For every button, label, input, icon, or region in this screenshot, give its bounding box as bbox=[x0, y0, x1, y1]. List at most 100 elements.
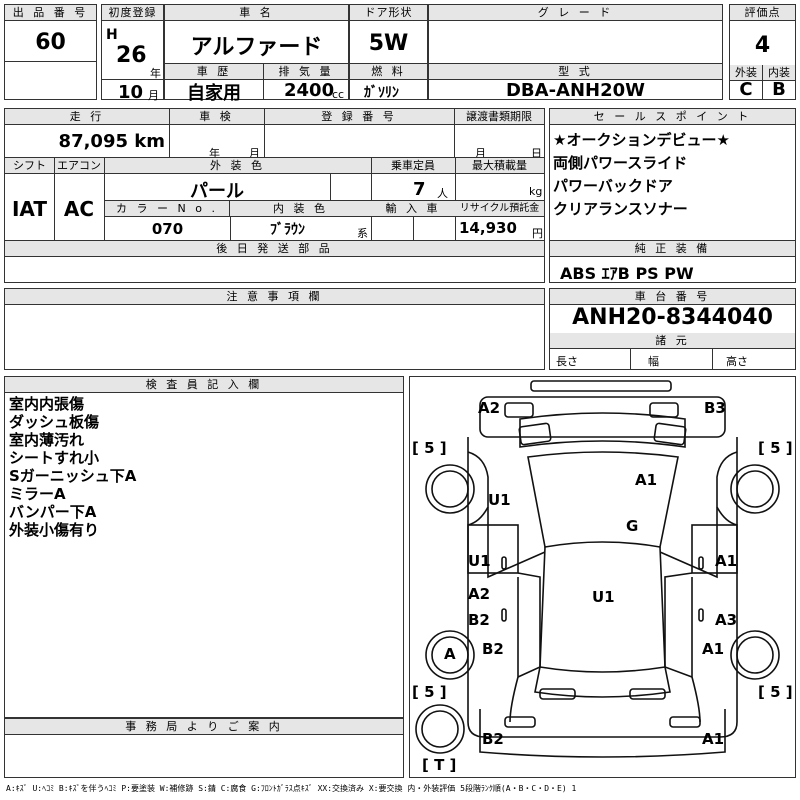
sales-point-item: ★オークションデビュー★ bbox=[553, 131, 730, 149]
recycle-unit: 円 bbox=[532, 227, 543, 240]
color-no: 070 bbox=[151, 220, 184, 238]
interior-color-unit: 系 bbox=[357, 227, 368, 240]
exterior-grade: C bbox=[739, 79, 753, 100]
equipment-value: ABS ｴｱB PS PW bbox=[560, 264, 694, 283]
capacity-unit: 人 bbox=[437, 187, 448, 200]
mark-right-fender: A1 bbox=[715, 552, 738, 570]
interior-color-label: 内 装 色 bbox=[230, 201, 371, 217]
inspection-month-unit: 月 bbox=[249, 147, 260, 160]
equipment-box: 純 正 装 備 ABS ｴｱB PS PW bbox=[549, 240, 796, 283]
model-box: 型 式 DBA-ANH20W bbox=[428, 63, 723, 101]
width-label: 幅 bbox=[648, 355, 659, 368]
recycle-fee: 14,930 bbox=[459, 219, 517, 237]
ac: AC bbox=[63, 197, 95, 221]
spare-tire: [ T ] bbox=[422, 756, 457, 774]
mark-rear-right: A1 bbox=[702, 730, 725, 748]
sales-points-list: ★オークションデビュー★両側パワースライドパワーバックドアクリアランスソナー bbox=[553, 129, 730, 221]
capacity: 7 bbox=[413, 179, 426, 200]
inspector-note-item: 室内内張傷 bbox=[9, 395, 85, 413]
interior-label: 内装 bbox=[763, 65, 795, 81]
door-type: 5W bbox=[368, 31, 409, 56]
reg-year: 26 bbox=[116, 43, 147, 68]
mark-rear-left: B2 bbox=[482, 730, 504, 748]
mark-left-rear: B2 bbox=[482, 640, 504, 658]
inspector-note-item: バンパー下A bbox=[9, 503, 97, 521]
color-no-label: カ ラ ー N o . bbox=[105, 201, 230, 217]
door-box: ドア形状 5W bbox=[349, 4, 428, 64]
score-label: 評価点 bbox=[730, 5, 795, 21]
interior-grade: B bbox=[772, 79, 786, 100]
fuel-box: 燃 料 ｶﾞｿﾘﾝ bbox=[349, 63, 428, 101]
import-label: 輸 入 車 bbox=[371, 201, 455, 217]
year-unit: 年 bbox=[150, 67, 161, 80]
later-parts-label: 後 日 発 送 部 品 bbox=[5, 241, 544, 257]
shift-label: シフト bbox=[5, 158, 54, 174]
mark-left-rear-wheel: A bbox=[444, 645, 456, 663]
car-diagram bbox=[415, 380, 780, 758]
fuel-label: 燃 料 bbox=[350, 64, 427, 80]
ac-label: エアコン bbox=[54, 158, 104, 174]
load-unit: kg bbox=[529, 185, 543, 198]
inspection-year-unit: 年 bbox=[209, 147, 220, 160]
exterior-label: 外装 bbox=[730, 65, 763, 81]
interior-color: ﾌﾞﾗｳﾝ bbox=[270, 222, 305, 238]
inspector-note-item: 外装小傷有り bbox=[9, 521, 100, 539]
chassis-number: ANH20-8344040 bbox=[572, 305, 773, 330]
chassis-box: 車 台 番 号 ANH20-8344040 諸 元 長さ 幅 高さ bbox=[549, 288, 796, 370]
tire-front-left: [ 5 ] bbox=[412, 439, 447, 457]
office-label: 事 務 局 よ り ご 案 内 bbox=[5, 719, 403, 735]
reg-no-label: 登 録 番 号 bbox=[264, 109, 454, 125]
inspector-note-item: シートすれ小 bbox=[9, 449, 100, 467]
mileage-label: 走 行 bbox=[5, 109, 169, 125]
inspector-note-item: 室内薄汚れ bbox=[9, 431, 85, 449]
mark-roof: U1 bbox=[592, 588, 615, 606]
inspector-label: 検 査 員 記 入 欄 bbox=[5, 377, 403, 393]
mark-left-door-b: B2 bbox=[468, 611, 490, 629]
displacement-box: 排 気 量 2400 cc bbox=[263, 63, 349, 101]
inspector-note-item: ダッシュ板傷 bbox=[9, 413, 100, 431]
tire-rear-right: [ 5 ] bbox=[758, 683, 793, 701]
mark-right-door: A3 bbox=[715, 611, 738, 629]
equipment-label: 純 正 装 備 bbox=[550, 241, 795, 257]
color-label: 外 装 色 bbox=[104, 158, 371, 174]
length-label: 長さ bbox=[556, 355, 578, 368]
legend: A:ｷｽﾞ U:ﾍｺﾐ B:ｷｽﾞを伴うﾍｺﾐ P:要塗装 W:補修跡 S:錆 … bbox=[6, 784, 577, 793]
model-code: DBA-ANH20W bbox=[505, 80, 646, 101]
sales-points-box: セ ー ル ス ポ イ ン ト ★オークションデビュー★両側パワースライドパワー… bbox=[549, 108, 796, 241]
tire-rear-left: [ 5 ] bbox=[412, 683, 447, 701]
vehicle-info-box: 走 行 車 検 登 録 番 号 譲渡書類期限 87,095 km 年 月 月 日… bbox=[4, 108, 545, 241]
tire-front-right: [ 5 ] bbox=[758, 439, 793, 457]
spec-label: 諸 元 bbox=[550, 333, 795, 349]
mark-front-left: A2 bbox=[478, 399, 501, 417]
mark-right-rear: A1 bbox=[702, 640, 725, 658]
first-registration-box: 初度登録 H 26 年 10 月 bbox=[101, 4, 164, 103]
exterior-color: パール bbox=[190, 181, 244, 202]
score-box: 評価点 4 外装 内装 C B bbox=[729, 4, 796, 100]
car-name-label: 車 名 bbox=[165, 5, 348, 21]
transfer-day-unit: 日 bbox=[531, 147, 542, 160]
lot-number-box: 出 品 番 号 60 bbox=[4, 4, 97, 100]
score: 4 bbox=[754, 33, 771, 58]
first-registration-label: 初度登録 bbox=[102, 5, 163, 21]
mark-left-door-a: A2 bbox=[468, 585, 491, 603]
car-diagram-box: A2 B3 [ 5 ] [ 5 ] A1 U1 G U1 A1 A2 U1 B2… bbox=[409, 376, 796, 778]
mark-left-fender: U1 bbox=[468, 552, 491, 570]
fuel: ｶﾞｿﾘﾝ bbox=[364, 85, 399, 101]
mark-hood-right: A1 bbox=[635, 471, 658, 489]
transfer-label: 譲渡書類期限 bbox=[454, 109, 544, 125]
capacity-label: 乗車定員 bbox=[371, 158, 455, 174]
grade-box: グ レ ー ド bbox=[428, 4, 723, 64]
displacement-label: 排 気 量 bbox=[264, 64, 348, 80]
sales-points-label: セ ー ル ス ポ イ ン ト bbox=[550, 109, 795, 125]
inspection-label: 車 検 bbox=[169, 109, 264, 125]
history-box: 車 歴 自家用 bbox=[164, 63, 264, 104]
reg-month: 10 bbox=[118, 82, 144, 103]
displacement-unit: cc bbox=[332, 88, 345, 101]
lot-number: 60 bbox=[35, 30, 66, 55]
transfer-month-unit: 月 bbox=[475, 147, 486, 160]
car-name-box: 車 名 アルファード bbox=[164, 4, 349, 64]
height-label: 高さ bbox=[726, 355, 748, 368]
era: H bbox=[106, 27, 118, 43]
history: 自家用 bbox=[187, 83, 241, 104]
